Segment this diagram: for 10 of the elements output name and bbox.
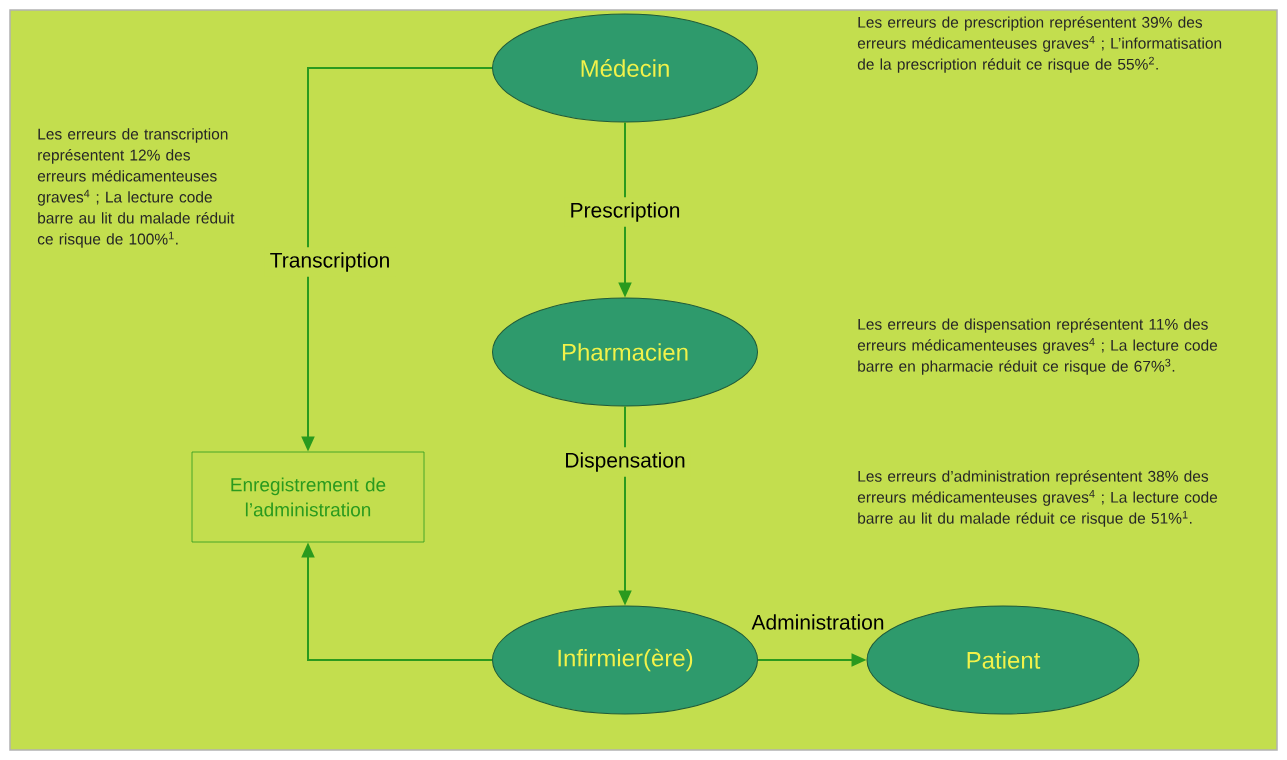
- note-text: Les erreurs de dispensation représentent 11% des erreurs médicamenteuses graves$^{4}$ ; La lecture code barre en pharmacie réduit ce risque de 67%$^{3}$.: [857, 318, 1218, 375]
- edge-label: Transcription: [264, 247, 396, 277]
- note-text: Les erreurs d’administration représentent 38% des erreurs médicamenteuses graves$^{4}$ ; La lecture code barre au lit du malade réduit ce risque de 51%$^{1}$.: [857, 470, 1218, 527]
- process-box: Enregistrement de l’administration: [191, 451, 425, 543]
- note-text: Les erreurs de transcription représentent 12% des erreurs médicamenteuses graves$^{4}$ ; La lecture code barre au lit du malade réduit ce risque de 100%$^{1}$.: [37, 128, 235, 248]
- ellipse-node: Médecin: [492, 13, 758, 123]
- edge-label: Dispensation: [559, 447, 691, 477]
- note-text: Les erreurs de prescription représentent 39% des erreurs médicamenteuses graves$^{4}$ ; L’informatisation de la prescription réduit ce risque de 55%$^{2}$.: [857, 16, 1222, 73]
- ellipse-node: Pharmacien: [492, 297, 758, 407]
- edge-label: Prescription: [564, 197, 686, 227]
